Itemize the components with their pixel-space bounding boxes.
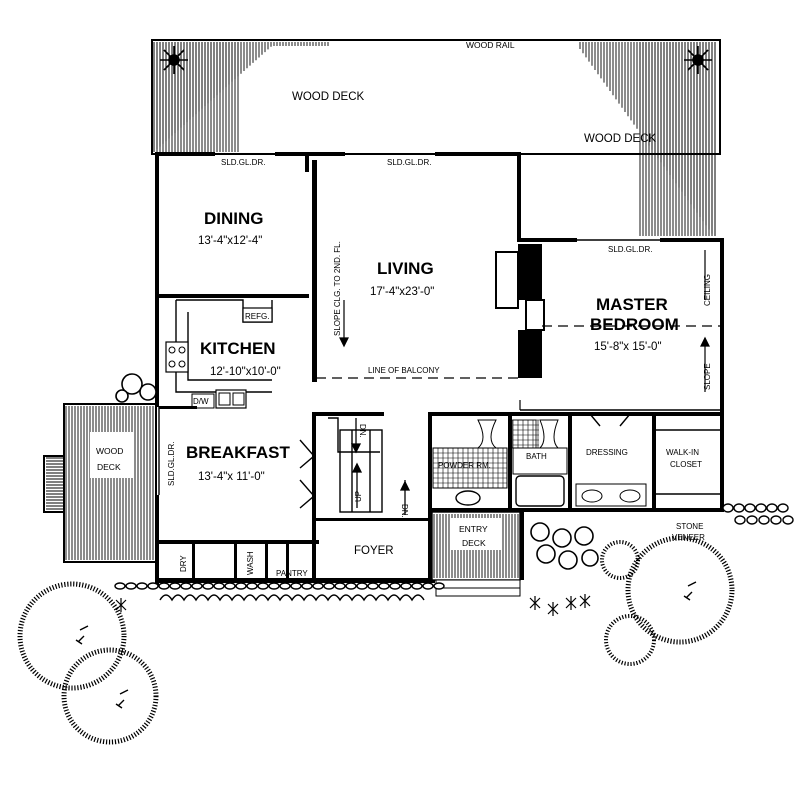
sld-gl-dr-living: SLD.GL.DR. xyxy=(387,158,431,167)
bath-fixtures xyxy=(432,419,720,507)
stair-dn-upper: DN. xyxy=(358,424,367,438)
side-deck-label-2: DECK xyxy=(97,462,121,472)
entry-deck-label-2: DECK xyxy=(462,538,486,548)
sld-gl-dr-dining: SLD.GL.DR. xyxy=(221,158,265,167)
upper-wood-deck xyxy=(151,39,721,236)
stone-veneer-label-1: STONE xyxy=(676,522,703,531)
bath-tile xyxy=(512,419,539,448)
room-size-dining: 13'-4"x12'-4" xyxy=(198,235,262,247)
dry-label: DRY xyxy=(179,555,188,572)
entry-deck xyxy=(431,511,521,597)
sld-gl-dr-breakfast: SLD.GL.DR. xyxy=(167,442,176,486)
room-name-master-2: BEDROOM xyxy=(590,315,679,334)
side-deck-label-1: WOOD xyxy=(96,446,123,456)
stone-veneer-border xyxy=(722,503,794,525)
room-size-living: 17'-4"x23'-0" xyxy=(370,286,434,298)
stair-dn-lower: DN. xyxy=(400,504,409,518)
room-size-kitchen: 12'-10"x10'-0" xyxy=(210,366,281,378)
deck-hatch-right xyxy=(579,42,716,236)
slope-arrows xyxy=(339,250,710,392)
room-size-master: 15'-8"x 15'-0" xyxy=(594,341,662,353)
foyer-label: FOYER xyxy=(354,545,394,557)
deck-plant-right xyxy=(684,46,712,74)
dressing-label: DRESSING xyxy=(586,448,628,457)
wood-deck-label-right: WOOD DECK xyxy=(584,133,657,145)
room-size-breakfast: 13'-4"x 11'-0" xyxy=(198,471,265,483)
room-name-dining: DINING xyxy=(204,209,264,228)
stone-veneer-label-2: VENEER xyxy=(672,533,705,542)
entry-deck-label-1: ENTRY xyxy=(459,524,488,534)
bath-label: BATH xyxy=(526,452,547,461)
slope-label: SLOPE xyxy=(703,363,712,390)
labels: WOOD RAIL WOOD DECK WOOD DECK SLD.GL.DR.… xyxy=(96,40,712,578)
walls xyxy=(155,152,724,585)
wood-rail-label: WOOD RAIL xyxy=(466,40,515,50)
powder-rm-label: POWDER RM. xyxy=(438,461,491,470)
dashed-lines xyxy=(316,325,720,410)
ceiling-label: CEILING xyxy=(703,274,712,306)
dw-label: D/W xyxy=(193,397,209,406)
slope-clg-label: SLOPE CLG. TO 2ND. FL. xyxy=(333,241,342,336)
deck-plant-left xyxy=(160,46,188,74)
room-name-living: LIVING xyxy=(377,259,434,278)
landscaping xyxy=(17,373,794,745)
refg-label: REFG. xyxy=(245,312,269,321)
stair-arrows xyxy=(350,418,411,515)
room-name-breakfast: BREAKFAST xyxy=(186,443,291,462)
side-wood-deck xyxy=(43,403,157,563)
sld-gl-dr-master: SLD.GL.DR. xyxy=(608,245,652,254)
step-hatch xyxy=(46,457,63,510)
stone-border xyxy=(114,582,445,590)
wash-label: WASH xyxy=(246,551,255,575)
walk-in-label-1: WALK-IN xyxy=(666,448,699,457)
side-deck-hatch xyxy=(65,406,154,560)
line-of-balcony-label: LINE OF BALCONY xyxy=(368,366,440,375)
kitchen-counters xyxy=(165,299,273,409)
walk-in-label-2: CLOSET xyxy=(670,460,702,469)
room-name-master-1: MASTER xyxy=(596,295,668,314)
stair-up: UP xyxy=(354,491,363,502)
room-name-kitchen: KITCHEN xyxy=(200,339,276,358)
pantry-label: PANTRY xyxy=(276,569,308,578)
wood-deck-label-left: WOOD DECK xyxy=(292,91,365,103)
